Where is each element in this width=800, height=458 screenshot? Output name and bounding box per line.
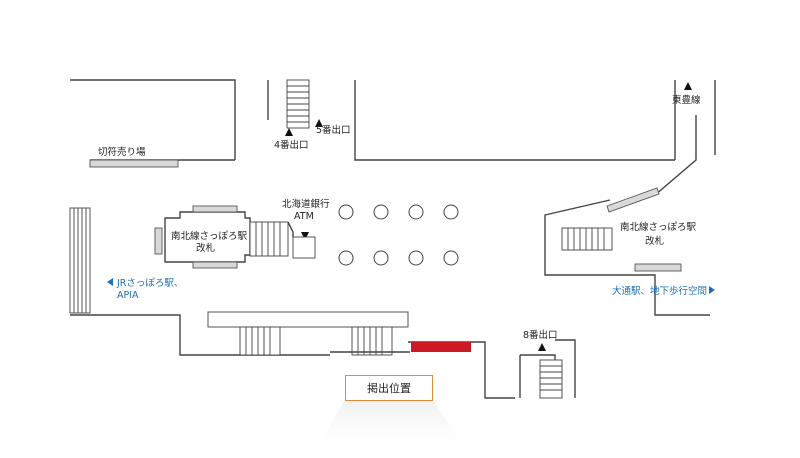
callout-beam	[310, 400, 470, 458]
up-arrow-icon	[538, 343, 546, 351]
up-arrow-icon	[285, 128, 293, 136]
left-gate-label-1: 南北線さっぽろ駅	[171, 230, 248, 242]
down-arrow-icon	[301, 232, 309, 240]
posting-marker	[411, 342, 471, 352]
right-gate-label-2: 改札	[645, 235, 665, 247]
atm-label: ATM	[294, 211, 314, 222]
pillars	[338, 204, 459, 266]
walls	[70, 79, 716, 399]
exit5-stair	[286, 79, 310, 129]
exit5-label: 5番出口	[316, 124, 351, 136]
posting-location-label: 掲出位置	[367, 382, 411, 395]
odori-label: 大通駅、地下歩行空間	[612, 285, 707, 297]
hokkaido-bank-label: 北海道銀行	[282, 198, 330, 210]
up-arrow-icon	[684, 82, 692, 90]
ticket-counter	[89, 159, 179, 168]
exit8-stair	[539, 359, 563, 399]
left-ticket-gate	[154, 205, 316, 269]
jr-label-2: APIA	[117, 290, 139, 301]
right-ticket-gate	[561, 187, 682, 272]
left-gate-label-2: 改札	[196, 242, 216, 254]
right-gate-label-1: 南北線さっぽろ駅	[620, 221, 697, 233]
exit8-label: 8番出口	[523, 329, 558, 341]
right-arrow-icon	[709, 286, 715, 294]
bottom-block	[207, 311, 486, 356]
left-arrow-icon	[107, 278, 113, 286]
ticket-area-label: 切符売り場	[98, 146, 146, 158]
exit4-label: 4番出口	[274, 139, 309, 151]
toho-line-label: 東豊線	[672, 94, 701, 106]
posting-location-callout: 掲出位置	[345, 375, 433, 401]
up-arrow-icon	[315, 119, 323, 127]
left-stair	[69, 207, 91, 314]
jr-label-1: JRさっぽろ駅、	[116, 278, 183, 289]
